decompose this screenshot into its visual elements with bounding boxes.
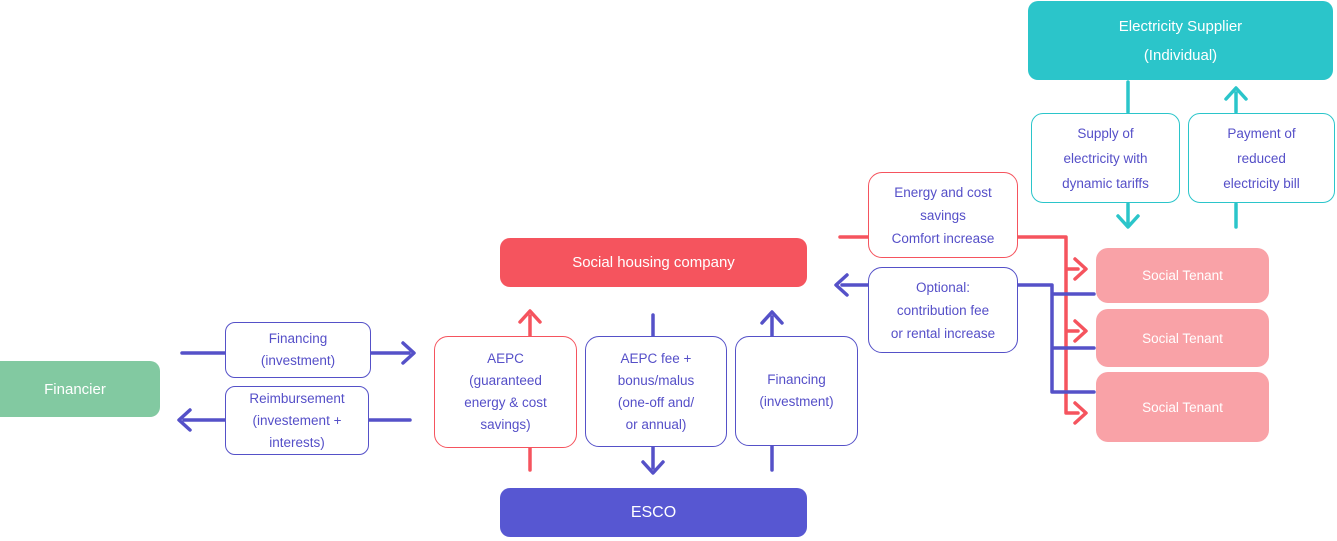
node-label-line: savings) — [480, 417, 531, 432]
node-label-line: bonus/malus — [617, 372, 695, 388]
node-label-line: Financing — [268, 331, 328, 346]
node-label-line: Financing — [767, 372, 826, 387]
node-label-line: (investement + — [252, 412, 342, 428]
node-label: Social Tenant — [1142, 399, 1223, 415]
node-aepc: AEPC (guaranteed energy & cost savings) — [434, 336, 577, 448]
node-supply-of-electricity: Supply of electricity with dynamic tarif… — [1031, 113, 1180, 203]
node-label: Social Tenant — [1142, 268, 1223, 283]
arrow-tenants-to-housing-optional — [834, 273, 1096, 394]
node-label-line: or rental increase — [890, 325, 996, 341]
node-social-tenant-1: Social Tenant — [1096, 248, 1269, 303]
node-label-line: (investment) — [759, 394, 834, 409]
node-label-line: Electricity Supplier — [1118, 17, 1243, 35]
node-electricity-supplier: Electricity Supplier (Individual) — [1028, 1, 1333, 80]
node-financing-investment-left: Financing (investment) — [225, 322, 371, 378]
node-label-line: dynamic tariffs — [1062, 175, 1149, 191]
node-label-line: Payment of — [1227, 125, 1296, 141]
node-financier: Financier — [0, 361, 160, 417]
node-label-line: AEPC — [487, 351, 524, 366]
node-label-line: (guaranteed — [469, 373, 542, 388]
node-payment-reduced-bill: Payment of reduced electricity bill — [1188, 113, 1335, 203]
node-aepc-fee: AEPC fee + bonus/malus (one-off and/ or … — [585, 336, 727, 447]
node-financing-investment-mid: Financing (investment) — [735, 336, 858, 446]
arrow-housing-to-tenants — [838, 235, 1088, 425]
node-label: Social housing company — [572, 254, 735, 271]
node-label-line: electricity bill — [1223, 175, 1300, 191]
node-label-line: AEPC fee + — [620, 350, 692, 366]
node-social-tenant-3: Social Tenant — [1096, 372, 1269, 442]
node-label-line: contribution fee — [896, 302, 990, 318]
node-label-line: reduced — [1237, 150, 1286, 166]
node-label-line: or annual) — [625, 416, 687, 432]
node-label-line: electricity with — [1063, 150, 1148, 166]
node-label-line: (one-off and/ — [617, 394, 695, 410]
node-social-housing-company: Social housing company — [500, 238, 807, 287]
node-label: Financier — [44, 380, 106, 398]
node-label-line: Energy and cost — [894, 184, 992, 200]
node-label-line: Reimbursement — [249, 390, 345, 406]
node-optional-contribution: Optional: contribution fee or rental inc… — [868, 267, 1018, 353]
node-esco: ESCO — [500, 488, 807, 537]
node-label: ESCO — [630, 504, 677, 521]
node-label-line: Supply of — [1077, 125, 1134, 141]
node-label-line: Optional: — [915, 279, 971, 295]
node-label-line: (Individual) — [1143, 46, 1218, 64]
node-label-line: interests) — [269, 434, 325, 450]
node-energy-cost-savings: Energy and cost savings Comfort increase — [868, 172, 1018, 258]
arrow-payment-to-supplier — [1224, 86, 1248, 114]
node-label: Social Tenant — [1142, 330, 1223, 346]
node-label-line: savings — [920, 207, 966, 223]
node-reimbursement: Reimbursement (investement + interests) — [225, 386, 369, 455]
node-social-tenant-2: Social Tenant — [1096, 309, 1269, 367]
arrow-supply-to-tenants — [1116, 202, 1140, 229]
node-label-line: Comfort increase — [891, 230, 995, 246]
node-label-line: (investment) — [260, 353, 336, 368]
node-label-line: energy & cost — [464, 395, 547, 410]
